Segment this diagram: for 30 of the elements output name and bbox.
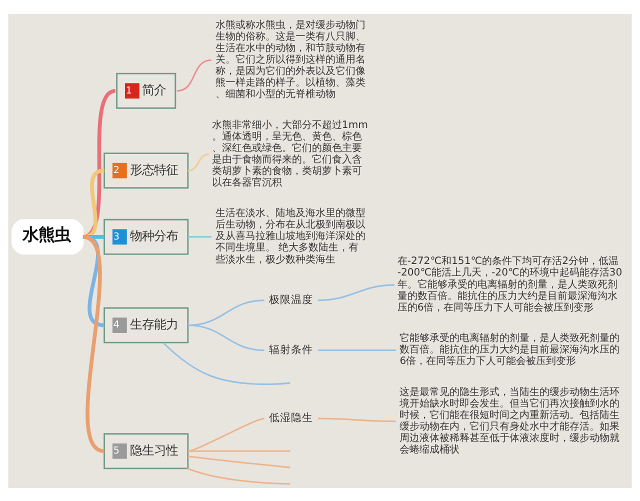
node-text: 低湿隐生 [269, 412, 314, 424]
node-box: 3 物种分布 [104, 218, 189, 254]
node-text: 在-272℃和151℃的条件下均可存活2分钟，低温-200℃能活上几天，-20℃的环境中起码能存活30年。它能够承受的电离辐射的剂量，是人类致死剂量的数百倍。能抗住的压力大约是目前最深海沟水压的6倍，在同等压力下人可能会被压到变形 [397, 256, 622, 313]
node-text: 水熊或称水熊虫，是对缓步动物门生物的俗称。这是一类有八只脚、生活在水中的动物，和节肢动物有关。它们之所以得到这样的通用名称，是因为它们的外表以及它们像熊一样走路的样子。以植物、藻类、细菌和小型的无脊椎动物 [215, 19, 366, 100]
connector [162, 342, 290, 384]
node-text: 水熊非常细小，大部分不超过1mm。通体透明，呈无色、黄色、棕色、深红色或绿色。它们的颜色主要是由于食物而得来的。它们食入含类胡萝卜素的食物，类胡萝卜素可以在各器官沉积 [212, 119, 368, 188]
node-text: 极限温度 [269, 293, 314, 306]
connector [186, 467, 290, 484]
node-text: 生活在淡水、陆地及海水里的微型后生动物，分布在从北极到南极以及从喜马拉雅山坡地到海洋深处的不同生境里。 绝大多数陆生，有些淡水生，极少数种类海生 [215, 208, 366, 265]
node-box: 5 隐生习性 [104, 432, 189, 469]
connector [82, 168, 105, 238]
connector [176, 58, 212, 92]
connector [188, 153, 210, 171]
connector [318, 349, 396, 351]
connector [188, 450, 290, 452]
node-text: 它能够承受的电离辐射的剂量，是人类致死剂量的数百倍。能抗住的压力大约是目前最深海沟水压的6倍，在同等压力下人可能会被压到变形 [400, 332, 620, 367]
node-box: 1 简介 [116, 72, 176, 108]
connector [188, 324, 264, 351]
connector [82, 88, 116, 238]
node-box: 2 形态特征 [104, 152, 189, 188]
connector [82, 234, 106, 452]
connector [318, 284, 394, 301]
connector [188, 455, 290, 468]
connector [188, 417, 264, 452]
node-text: 这是最常见的隐生形式，当陆生的缓步动物生活环境开始缺水时即会发生。但当它们再次接触到水的时候，它们能在很短时间之内重新活动。包括陆生缓步动物在内，它们只有身处水中才能存活。如果周边液体被稀释甚至低于体液浓度时，缓步动物就会蜷缩成桶状 [400, 386, 620, 455]
connector [318, 417, 396, 422]
node-box: 4 生存能力 [104, 306, 189, 343]
node-box: 水熊虫 [12, 218, 84, 254]
connector [188, 236, 212, 238]
node-text: 辐射条件 [269, 343, 314, 356]
